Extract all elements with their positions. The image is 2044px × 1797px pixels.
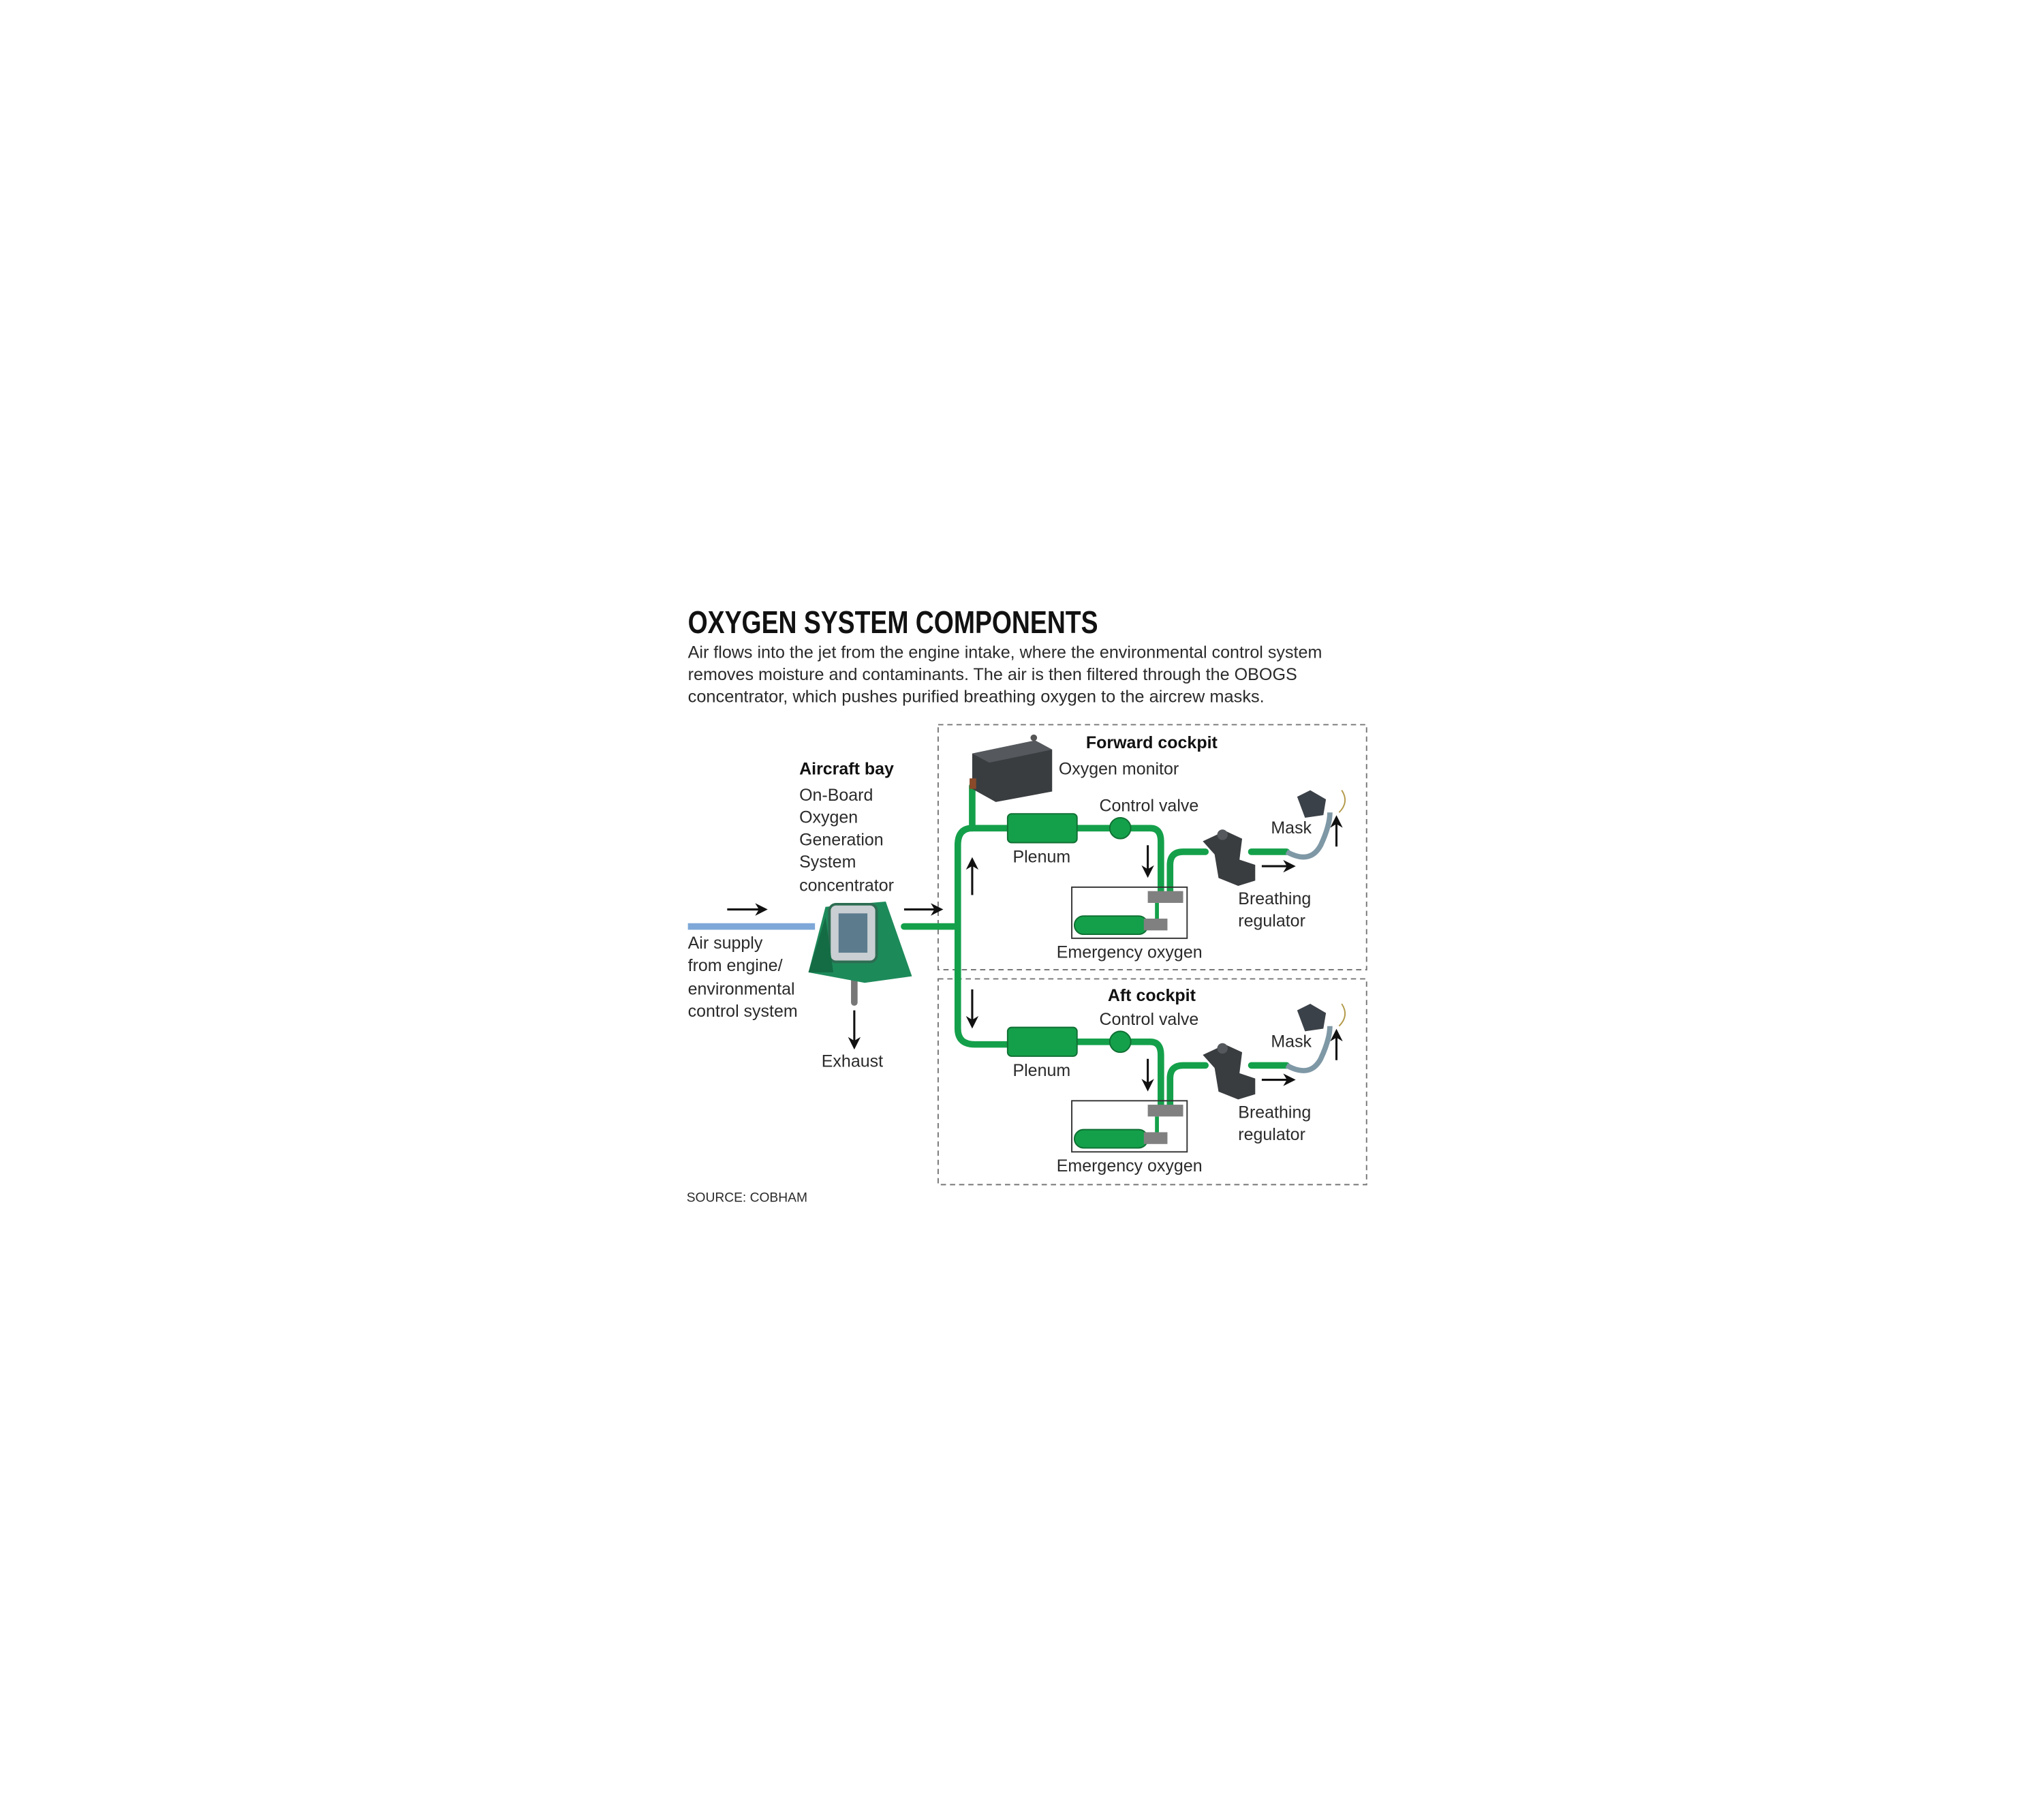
oxygen-monitor-image [970,734,1053,802]
breathing-regulator-label: Breathing [1238,1103,1311,1122]
oxygen-tank-icon [1073,1128,1149,1149]
obogs-concentrator-image [808,902,912,983]
aircraft-bay-line: System [799,853,856,872]
aft-cockpit-heading: Aft cockpit [1108,986,1196,1005]
plenum-label: Plenum [1012,847,1070,866]
aft-circuit [1006,1003,1346,1153]
air-supply-label: from engine/ [688,956,783,975]
forward-cockpit-box [937,724,1367,970]
mask-image [1285,1003,1346,1073]
breathing-regulator-label: Breathing [1238,889,1311,908]
forward-circuit [1006,790,1346,939]
page-title: OXYGEN SYSTEM COMPONENTS [688,604,1098,640]
aircraft-bay-heading: Aircraft bay [799,759,894,778]
air-supply-label: control system [688,1002,798,1021]
breathing-regulator-image [1203,829,1256,886]
breathing-regulator-image [1203,1043,1256,1100]
control-valve-label: Control valve [1099,1010,1198,1029]
mask-label: Mask [1271,1032,1312,1051]
aircraft-bay-line: Generation [799,830,884,849]
air-supply-label: environmental [688,980,795,999]
intro-line: Air flows into the jet from the engine i… [688,643,1322,662]
plenum-icon [1006,1026,1078,1057]
aircraft-bay-line: concentrator [799,876,894,895]
emergency-oxygen-label: Emergency oxygen [1057,1156,1203,1176]
emergency-oxygen-label: Emergency oxygen [1057,943,1203,962]
air-supply-label: Air supply [688,934,763,953]
control-valve-icon [1109,816,1132,840]
aircraft-bay-line: On-Board [799,786,873,805]
aft-cockpit-box [937,978,1367,1186]
control-valve-label: Control valve [1099,796,1198,815]
intro-line: removes moisture and contaminants. The a… [688,665,1297,684]
oxygen-tank-icon [1073,915,1149,936]
mask-label: Mask [1271,818,1312,838]
plenum-icon [1006,813,1078,844]
distribution-pipe [954,825,1011,1048]
exhaust-label: Exhaust [822,1051,883,1071]
control-valve-icon [1109,1030,1132,1054]
source-credit: SOURCE: COBHAM [687,1191,807,1205]
mask-image [1285,790,1346,860]
plenum-label: Plenum [1012,1061,1070,1080]
breathing-regulator-label: regulator [1238,1125,1305,1144]
breathing-regulator-label: regulator [1238,912,1305,931]
intro-line: concentrator, which pushes purified brea… [688,688,1265,707]
emergency-oxygen-box [1071,1100,1188,1153]
aircraft-bay-line: Oxygen [799,808,858,827]
oxygen-monitor-label: Oxygen monitor [1059,759,1179,778]
emergency-oxygen-box [1071,886,1188,939]
forward-cockpit-heading: Forward cockpit [1086,733,1218,752]
